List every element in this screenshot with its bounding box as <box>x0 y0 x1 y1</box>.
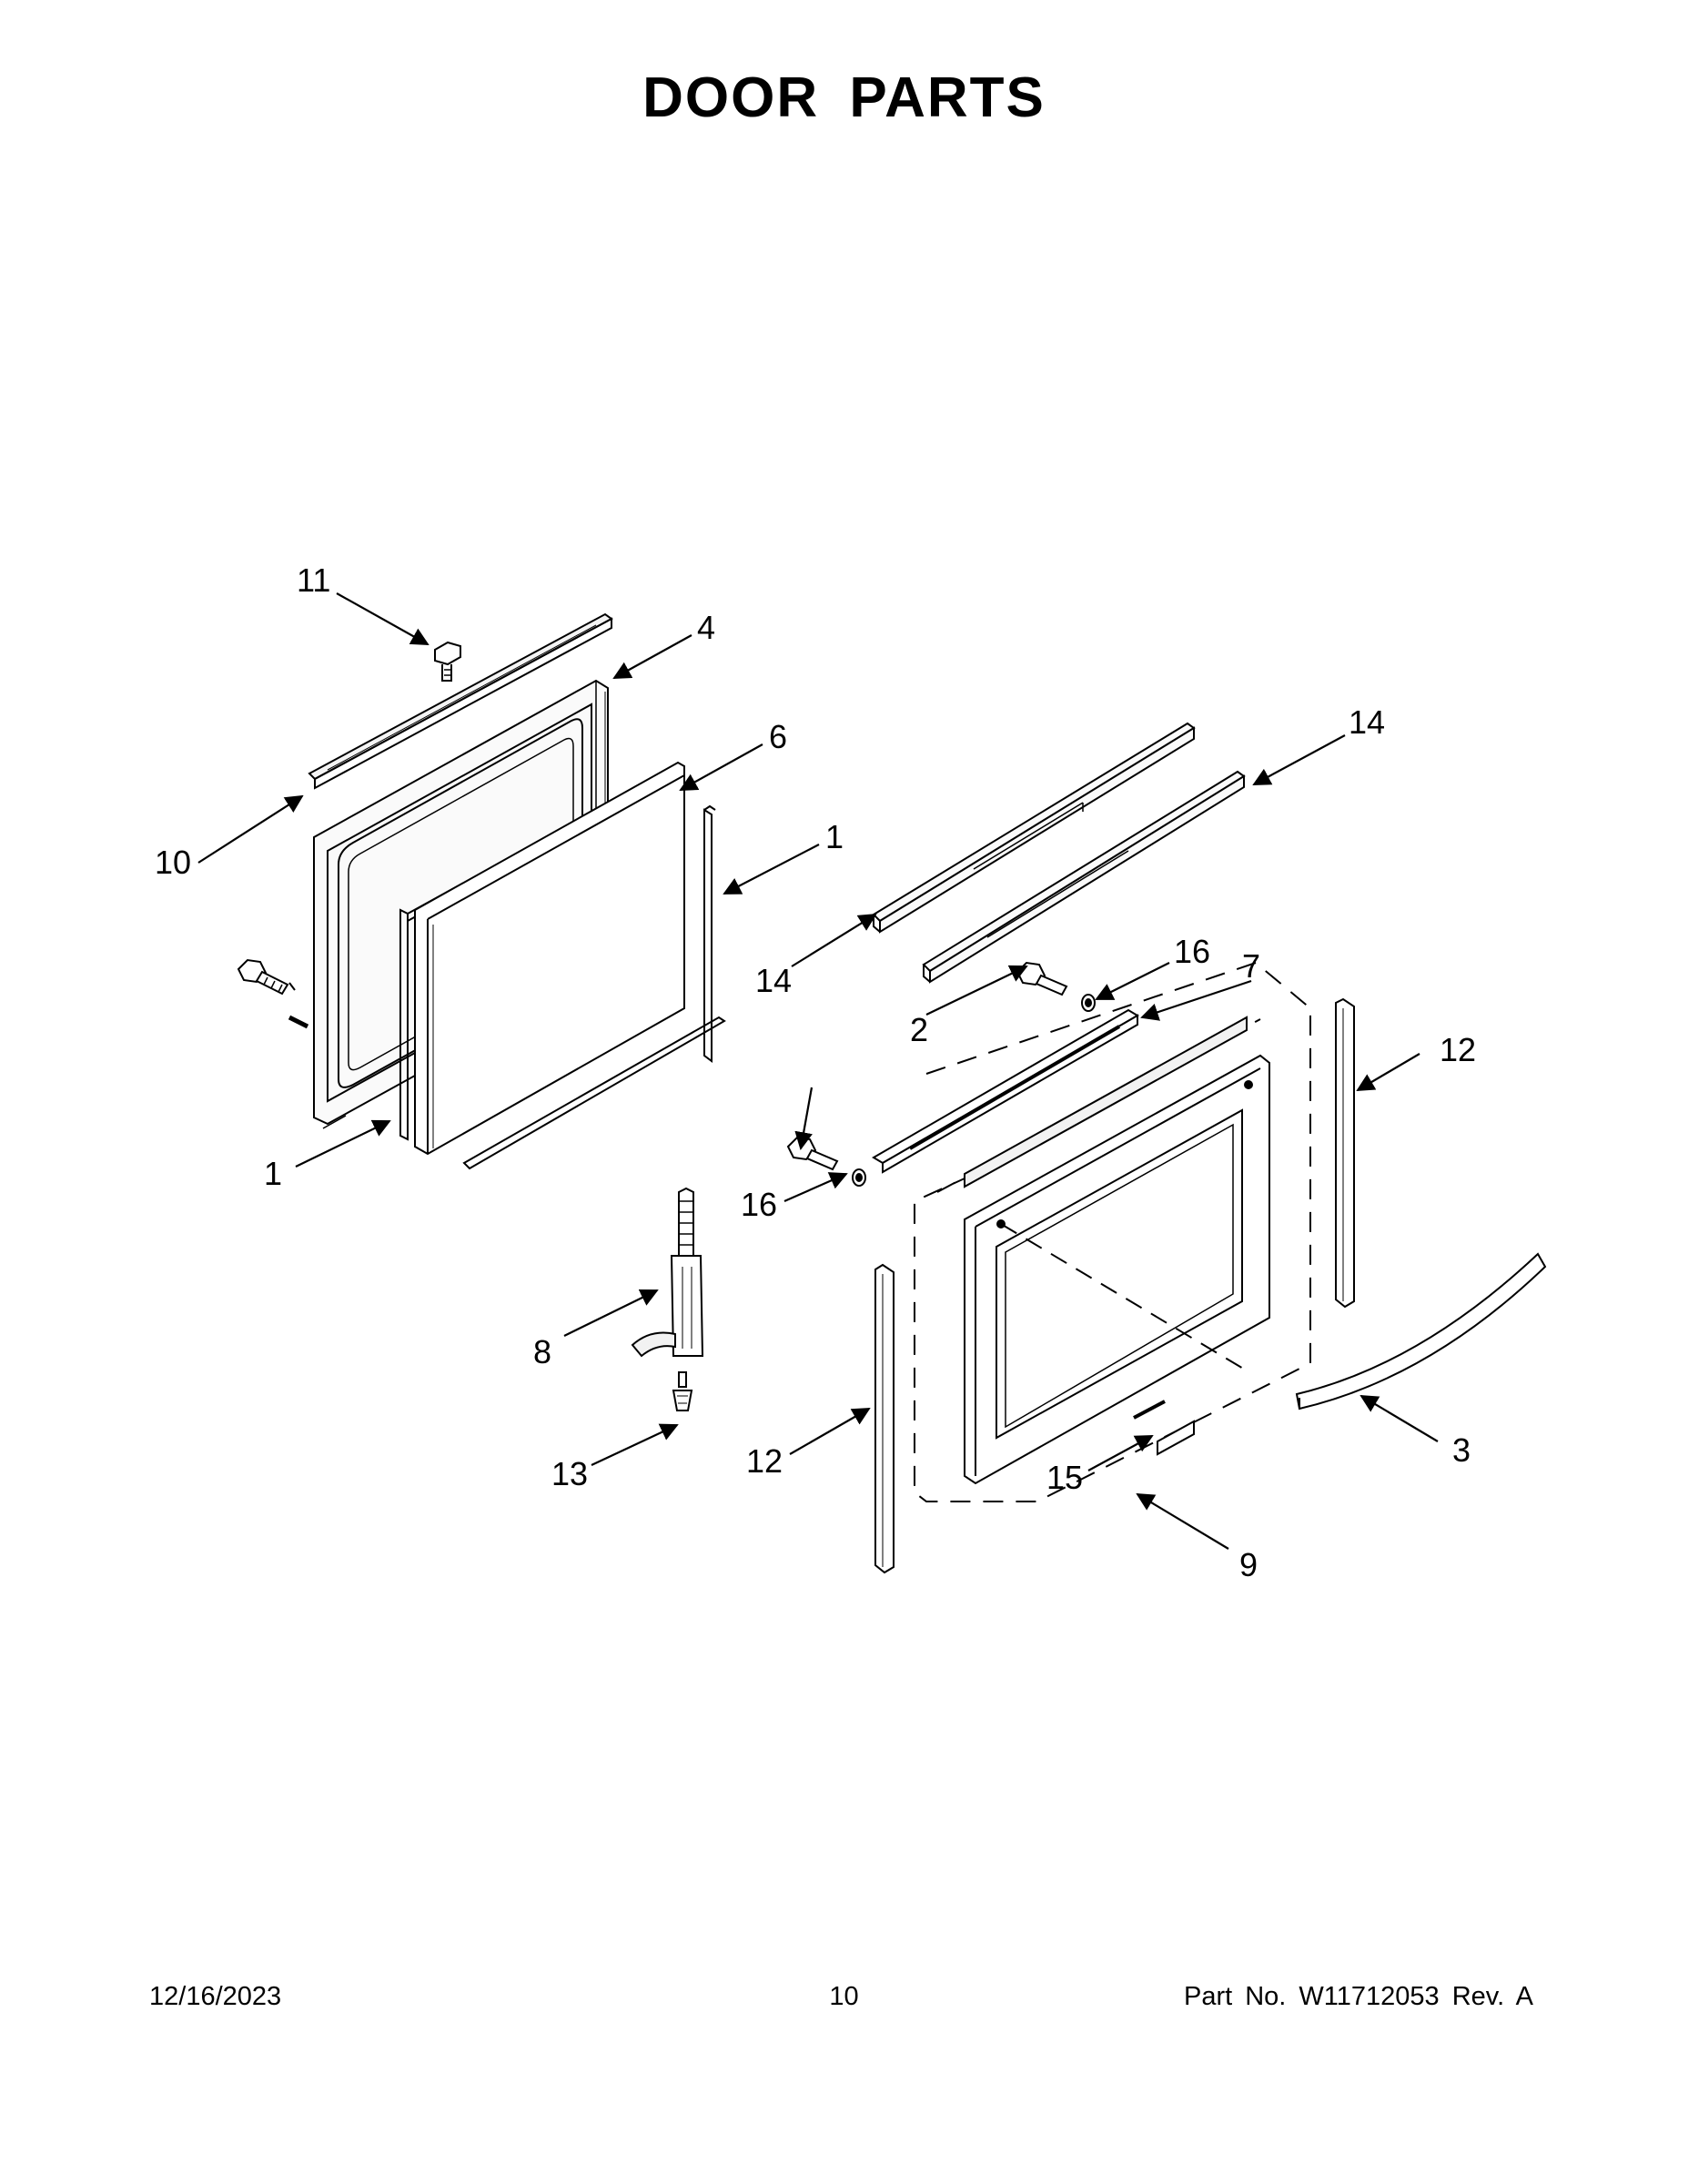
callout-16-upper: 16 <box>1174 933 1210 970</box>
side-trim-right <box>1335 997 1355 1309</box>
lower-washer <box>852 1168 866 1187</box>
door-handle <box>1295 1252 1547 1410</box>
callout-8: 8 <box>533 1333 551 1370</box>
callout-16-lower: 16 <box>741 1186 777 1223</box>
channel-upper <box>872 722 1196 934</box>
gasket-right <box>703 804 716 1063</box>
callout-2: 2 <box>910 1011 928 1048</box>
hinge-screw <box>672 1371 693 1411</box>
hinge-bar <box>872 1008 1139 1174</box>
door-glass-panel <box>414 761 685 1156</box>
page-title: DOOR PARTS <box>642 66 1046 129</box>
callout-14-upper: 14 <box>1349 703 1385 741</box>
callout-9: 9 <box>1239 1546 1258 1583</box>
footer-date: 12/16/2023 <box>149 1982 282 2011</box>
lower-hinge-screw <box>786 1136 839 1171</box>
callout-13: 13 <box>551 1455 588 1492</box>
callout-3: 3 <box>1452 1431 1471 1469</box>
channel-lower <box>922 770 1246 984</box>
outer-door-assembly <box>874 961 1547 1574</box>
callout-15: 15 <box>1046 1459 1083 1496</box>
hinge-bar-assembly <box>786 961 1139 1187</box>
door-hinge-assembly <box>631 1187 704 1411</box>
leader-lines <box>197 592 1439 1550</box>
callout-6: 6 <box>769 718 787 755</box>
side-screw <box>237 958 309 1029</box>
top-screw <box>434 641 461 682</box>
top-glass-strip <box>964 1016 1248 1188</box>
callout-11: 11 <box>297 561 330 599</box>
outer-door-frame <box>964 1054 1270 1485</box>
callout-14-lower: 14 <box>755 962 792 999</box>
side-trim-left <box>874 1263 895 1574</box>
badge <box>1133 1400 1195 1456</box>
callout-10: 10 <box>155 844 191 881</box>
footer-page-number: 10 <box>829 1982 859 2011</box>
callout-4: 4 <box>697 609 715 646</box>
callout-labels: 11 4 6 1 10 1 14 14 16 7 2 12 16 8 13 12… <box>155 561 1476 1583</box>
callout-1-right: 1 <box>825 818 844 855</box>
callout-1-left: 1 <box>264 1155 282 1192</box>
upper-washer <box>1081 994 1096 1012</box>
callout-12-right: 12 <box>1440 1031 1476 1068</box>
footer-part-number: Part No. W11712053 Rev. A <box>1183 1982 1533 2011</box>
inner-door-assembly <box>237 612 726 1170</box>
gasket-bottom <box>462 1016 726 1170</box>
callout-7: 7 <box>1242 947 1260 985</box>
callout-12-left: 12 <box>746 1442 783 1480</box>
door-channels <box>872 722 1246 984</box>
outer-door-dashed-outline <box>914 961 1311 1502</box>
door-hinge <box>631 1187 704 1358</box>
top-trim-strip <box>308 612 613 790</box>
